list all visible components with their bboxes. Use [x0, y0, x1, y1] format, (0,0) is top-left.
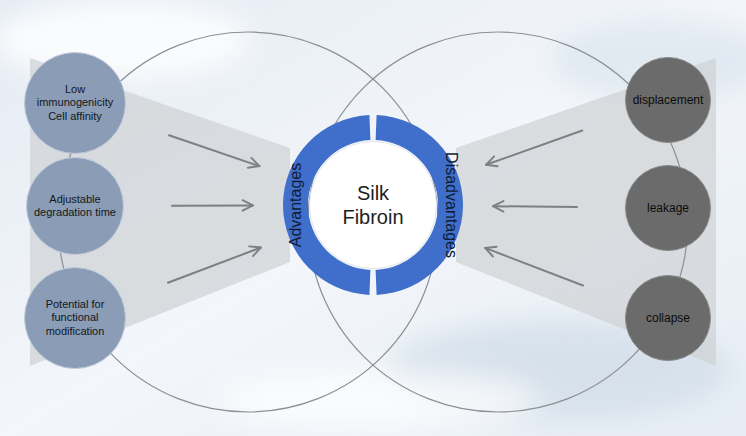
feature-circle: Adjustable degradation time: [26, 157, 124, 255]
half-ring-band: Disadvantages: [373, 115, 463, 295]
arrow-connector: [486, 131, 582, 165]
band-label: Advantages: [288, 163, 304, 248]
arrow-connector: [493, 205, 577, 208]
background-blur: [220, 370, 540, 430]
arrow-connector: [169, 135, 259, 166]
feature-label: Adjustable degradation time: [33, 193, 117, 219]
feature-label: Low immunogenicity Cell affinity: [33, 83, 117, 123]
feature-circle: Low immunogenicity Cell affinity: [24, 52, 127, 155]
funnel-band: [30, 58, 290, 366]
arrow-connector: [168, 248, 261, 283]
band-label: Disadvantages: [443, 152, 459, 258]
funnel-band: [456, 58, 716, 366]
arrow-connector: [485, 248, 583, 286]
feature-circle: collapse: [625, 275, 711, 361]
feature-circle: displacement: [625, 57, 711, 143]
arrow-connector: [172, 204, 253, 206]
half-ring-shape: [376, 115, 463, 295]
center-circle: Silk Fibroin: [309, 141, 437, 269]
feature-circle: leakage: [625, 165, 711, 251]
feature-label: displacement: [633, 93, 704, 107]
feature-label: collapse: [646, 311, 690, 325]
feature-circle: Potential for functional modification: [24, 267, 127, 370]
center-title: Silk Fibroin: [327, 181, 419, 229]
feature-label: Potential for functional modification: [33, 298, 117, 338]
feature-label: leakage: [647, 201, 689, 215]
